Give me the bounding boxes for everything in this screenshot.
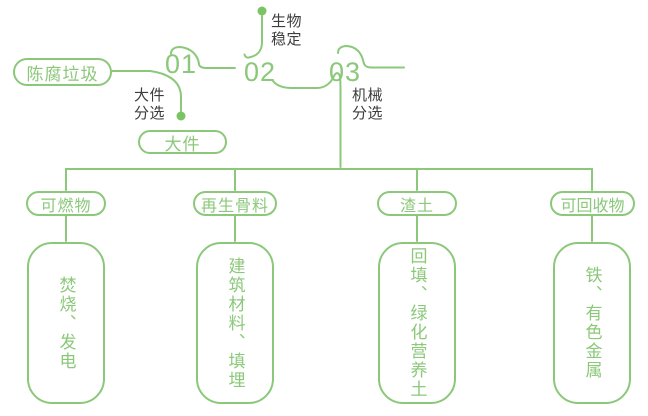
detail-box-incineration: 焚烧、发电 <box>27 242 105 404</box>
category-pill-recyclables: 可回收物 <box>550 191 635 216</box>
bulky-output-label: 大件 <box>164 134 201 154</box>
arc-over-01 <box>170 45 236 69</box>
detail-text: 焚烧、发电 <box>56 275 76 371</box>
detail-text: 铁、有色金属 <box>582 266 602 380</box>
category-label: 渣土 <box>399 197 434 215</box>
line-01-down <box>149 70 182 112</box>
category-pill-slag-soil: 渣土 <box>377 191 457 216</box>
step-label-bulky-sorting: 大件 分选 <box>134 87 166 122</box>
category-label: 可回收物 <box>560 197 625 215</box>
detail-box-backfill: 回填、绿化营养土 <box>378 242 456 404</box>
step-number-01: 01 <box>164 49 198 79</box>
step-label-mechanical-sorting: 机械 分选 <box>352 87 384 122</box>
category-label: 再生骨料 <box>200 197 269 215</box>
category-pill-combustibles: 可燃物 <box>26 191 106 216</box>
line-02-to-03 <box>272 80 318 89</box>
step-number-03: 03 <box>328 57 362 87</box>
bulky-output-pill: 大件 <box>138 130 227 154</box>
line-03-down <box>316 72 342 168</box>
detail-box-metals: 铁、有色金属 <box>553 242 631 404</box>
bio-endpoint-dot <box>257 6 267 16</box>
category-label: 可燃物 <box>40 197 92 215</box>
source-pill: 陈腐垃圾 <box>13 58 112 86</box>
step-label-bio-stabilization: 生物 稳定 <box>271 13 303 48</box>
detail-box-building-materials: 建筑材料、填埋 <box>196 242 274 404</box>
arc-over-03 <box>337 44 405 69</box>
bulky-endpoint-dot <box>176 111 186 121</box>
step-number-02: 02 <box>243 57 277 87</box>
detail-text: 回填、绿化营养土 <box>407 247 427 399</box>
source-label: 陈腐垃圾 <box>26 64 99 84</box>
category-pill-recycled-aggregate: 再生骨料 <box>193 191 277 216</box>
detail-text: 建筑材料、填埋 <box>225 256 245 390</box>
distribution-bar <box>65 168 593 191</box>
line-02-up <box>243 15 263 59</box>
